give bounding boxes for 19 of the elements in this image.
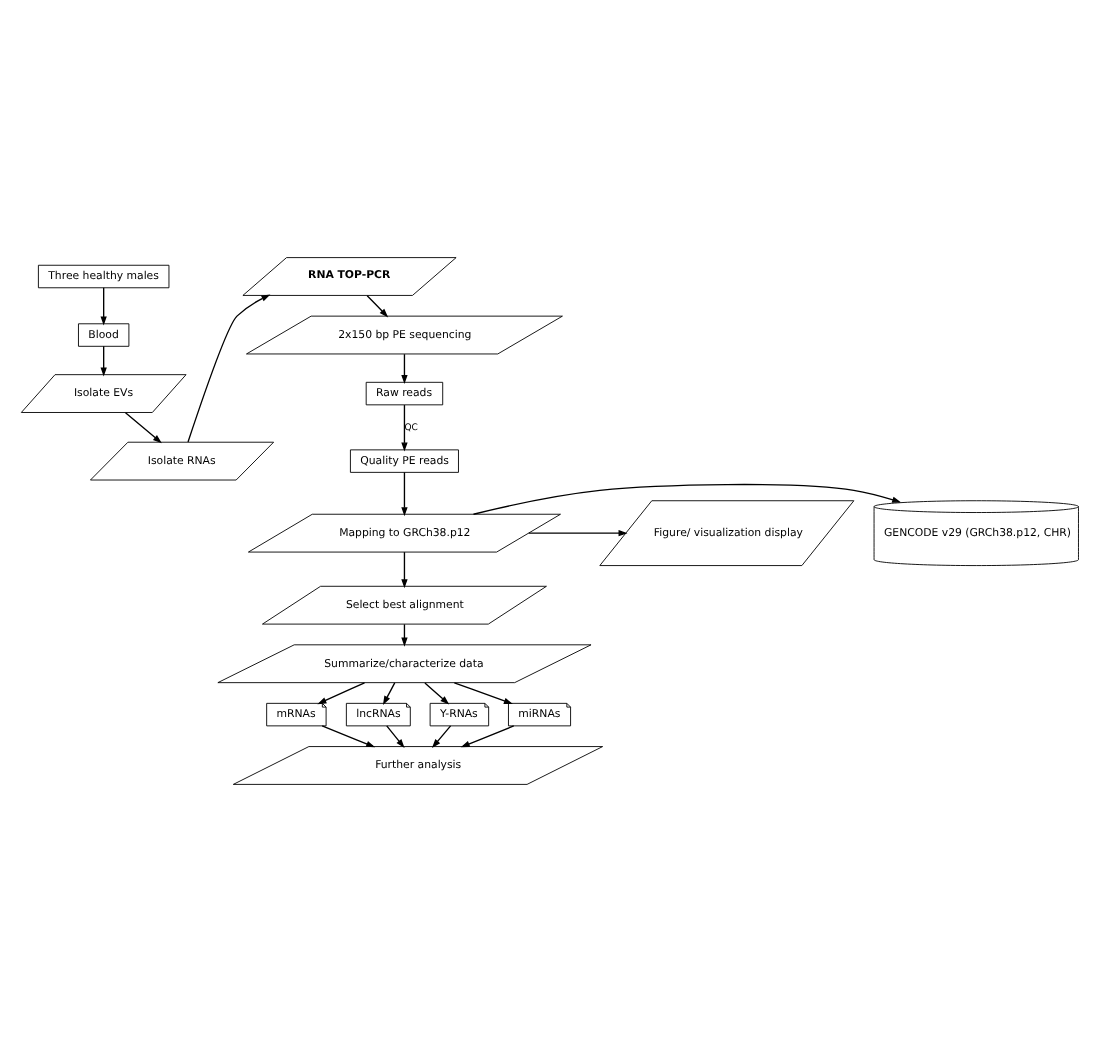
arrow xyxy=(472,482,902,514)
arrow xyxy=(100,286,107,325)
arrow xyxy=(460,724,515,747)
arrow xyxy=(386,724,405,748)
arrow xyxy=(431,724,452,748)
arrow xyxy=(401,470,408,516)
arrow xyxy=(401,352,408,384)
arrow xyxy=(100,344,107,376)
arrow xyxy=(453,681,513,704)
arrow xyxy=(366,294,389,317)
arrow xyxy=(401,403,408,451)
arrow xyxy=(187,293,271,442)
arrow xyxy=(317,681,366,704)
arrow xyxy=(321,724,376,747)
arrow xyxy=(424,681,450,704)
arrow xyxy=(528,529,628,536)
arrow xyxy=(401,550,408,588)
arrow xyxy=(382,681,396,705)
arrow xyxy=(124,411,162,443)
